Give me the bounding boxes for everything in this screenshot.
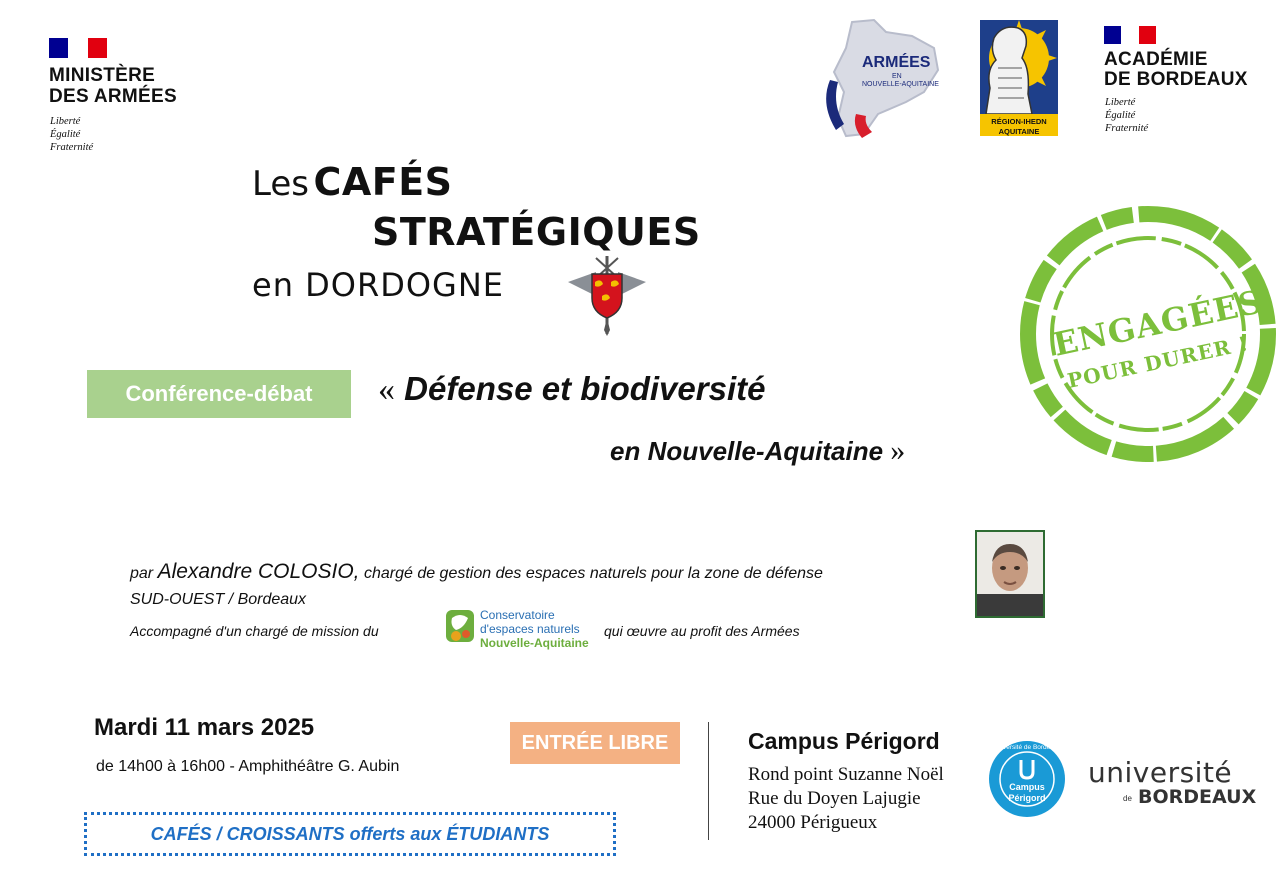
ministere-line2: DES ARMÉES bbox=[49, 86, 177, 107]
conference-title-text1: Défense et biodiversité bbox=[404, 370, 766, 407]
divider bbox=[708, 722, 709, 840]
ministere-motto-2: Égalité bbox=[50, 129, 81, 140]
title-line1: Les CAFÉS bbox=[252, 160, 453, 204]
academie-line1: ACADÉMIE bbox=[1104, 49, 1208, 70]
conservatoire-line1: Conservatoire bbox=[480, 608, 555, 622]
campus-seal-icon bbox=[989, 741, 1065, 817]
close-quote: » bbox=[890, 434, 906, 467]
conservatoire-line2: d'espaces naturels bbox=[480, 622, 580, 636]
ihedn-emblem-icon bbox=[980, 20, 1058, 136]
ministere-line1: MINISTÈRE bbox=[49, 65, 156, 86]
venue-address-3: 24000 Périgueux bbox=[748, 812, 878, 833]
speaker-photo bbox=[975, 530, 1045, 618]
ihedn-logo: RÉGION-IHEDN AQUITAINE bbox=[972, 18, 1060, 138]
universite-word: université bbox=[1088, 756, 1233, 789]
event-time-place: de 14h00 à 16h00 - Amphithéâtre G. Aubin bbox=[96, 758, 400, 775]
title-les: Les bbox=[252, 164, 309, 204]
ihedn-line2: AQUITAINE bbox=[998, 127, 1040, 136]
armees-na-line1: ARMÉES bbox=[862, 54, 931, 71]
campus-seal-line2: Périgord bbox=[1008, 793, 1046, 803]
venue-name: Campus Périgord bbox=[748, 728, 940, 754]
marianne-flag-icon bbox=[49, 38, 107, 58]
speaker-accomp-after: qui œuvre au profit des Armées bbox=[604, 623, 800, 639]
armees-na-line2: EN bbox=[892, 73, 902, 80]
speaker-par: par bbox=[130, 565, 158, 582]
campus-seal-ring: Université de Bordeaux bbox=[993, 744, 1061, 751]
title-en-dordogne: en DORDOGNE bbox=[252, 266, 504, 304]
conservatoire-line3: Nouvelle-Aquitaine bbox=[480, 636, 589, 650]
venue-address-2: Rue du Doyen Lajugie bbox=[748, 788, 921, 809]
speaker-accomp-before: Accompagné d'un chargé de mission du bbox=[130, 623, 379, 639]
conference-title-line2: en Nouvelle-Aquitaine » bbox=[610, 434, 905, 468]
campus-seal-line1: Campus bbox=[1009, 782, 1045, 792]
academie-motto-2: Égalité bbox=[1105, 110, 1136, 121]
academie-line2: DE BORDEAUX bbox=[1104, 69, 1248, 90]
speaker-line1: par Alexandre COLOSIO, chargé de gestion… bbox=[130, 560, 823, 584]
conference-badge: Conférence-débat bbox=[87, 370, 351, 418]
title-cafes: CAFÉS bbox=[313, 160, 453, 204]
conference-title-line1: « Défense et biodiversité bbox=[378, 370, 765, 409]
title-strategiques: STRATÉGIQUES bbox=[372, 210, 701, 254]
academie-bordeaux-logo: ACADÉMIE DE BORDEAUX Liberté Égalité Fra… bbox=[1102, 22, 1272, 138]
universite-bordeaux: BORDEAUX bbox=[1138, 786, 1257, 808]
entry-free-badge: ENTRÉE LIBRE bbox=[510, 722, 680, 764]
marianne-flag-icon bbox=[1104, 26, 1156, 44]
engagees-stamp: ENGAGÉES POUR DURER ! bbox=[1008, 200, 1280, 472]
conservatoire-logo: Conservatoire d'espaces naturels Nouvell… bbox=[444, 606, 604, 654]
armees-na-line3: NOUVELLE-AQUITAINE bbox=[862, 81, 939, 88]
academie-motto-3: Fraternité bbox=[1105, 123, 1149, 134]
offer-box: CAFÉS / CROISSANTS offerts aux ÉTUDIANTS bbox=[84, 812, 616, 856]
ministere-armees-logo: MINISTÈRE DES ARMÉES Liberté Égalité Fra… bbox=[40, 26, 200, 160]
academie-motto-1: Liberté bbox=[1105, 97, 1136, 108]
speaker-name: Alexandre COLOSIO, bbox=[157, 560, 360, 583]
event-date: Mardi 11 mars 2025 bbox=[94, 714, 315, 741]
speaker-role: chargé de gestion des espaces naturels p… bbox=[359, 565, 823, 582]
nouvelle-aquitaine-map-icon bbox=[826, 18, 940, 138]
conference-title-text2: en Nouvelle-Aquitaine bbox=[610, 436, 884, 466]
universite-bordeaux-logo: université de BORDEAUX bbox=[1088, 756, 1258, 812]
venue-address-1: Rond point Suzanne Noël bbox=[748, 764, 944, 785]
ministere-motto-1: Liberté bbox=[50, 116, 81, 127]
armees-nouvelle-aquitaine-logo: ARMÉES EN NOUVELLE-AQUITAINE bbox=[816, 18, 946, 140]
conservatoire-leaf-icon bbox=[446, 610, 474, 642]
open-quote: « bbox=[378, 371, 395, 408]
dordogne-crest-icon bbox=[566, 252, 648, 336]
ihedn-line1: RÉGION-IHEDN bbox=[991, 117, 1047, 126]
campus-perigord-seal: Université de Bordeaux Campus Périgord bbox=[988, 740, 1066, 818]
universite-de: de bbox=[1123, 794, 1132, 803]
speaker-role-line2: SUD-OUEST / Bordeaux bbox=[130, 591, 307, 608]
ministere-motto-3: Fraternité bbox=[50, 142, 94, 153]
